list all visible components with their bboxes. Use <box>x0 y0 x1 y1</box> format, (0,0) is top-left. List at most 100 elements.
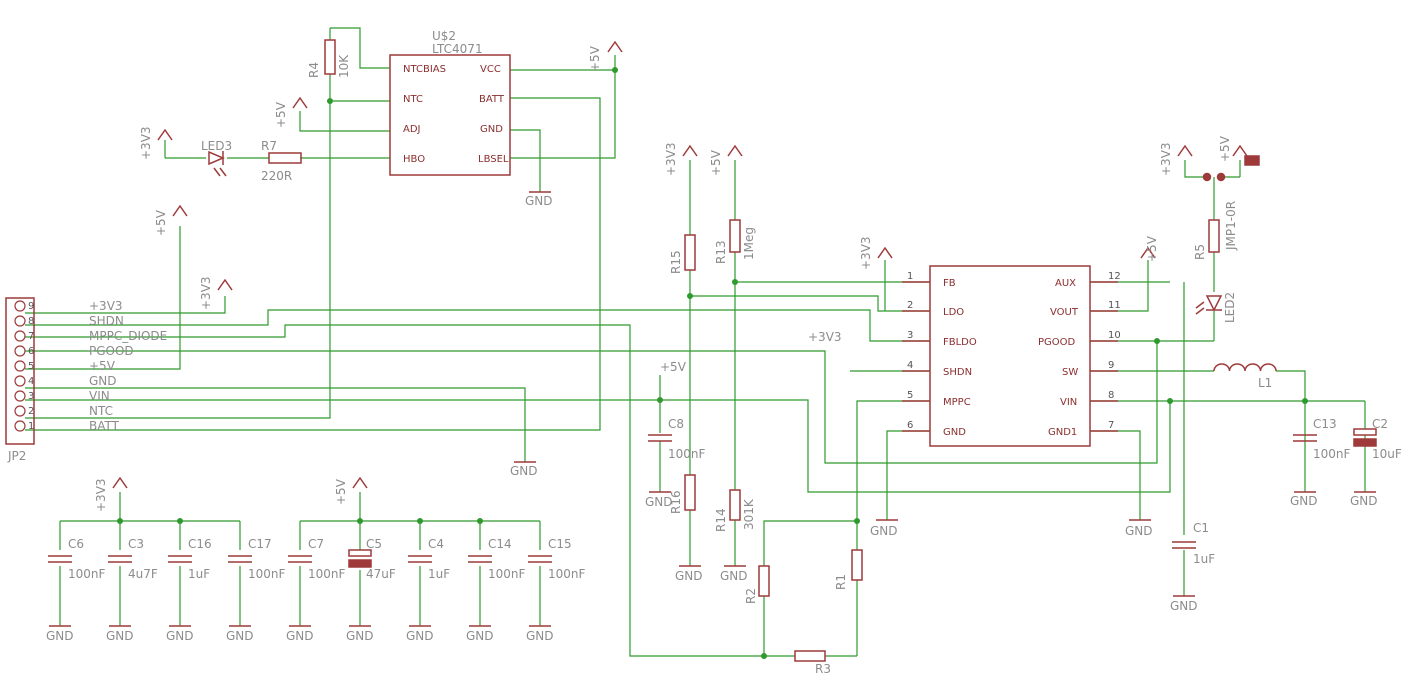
jp2-net-label: BATT <box>89 419 120 433</box>
c14-capacitor <box>468 555 492 563</box>
jp2-pin-num: 9 <box>28 301 34 312</box>
ic2-pinnum-9: 9 <box>1108 360 1114 371</box>
r15-resistor <box>684 234 696 271</box>
c7-value: 100nF <box>308 567 346 581</box>
gnd-label: GND <box>1350 494 1378 508</box>
c1-value: 1uF <box>1193 552 1215 566</box>
gnd-label: GND <box>645 495 673 509</box>
ic2-pinnum-3: 3 <box>907 330 913 341</box>
supply-label-5v: +5V <box>274 101 288 128</box>
gnd-label: GND <box>106 629 134 643</box>
ic2-pin-gnd: GND <box>943 427 966 438</box>
jp2-pin-numbers: 9 8 7 6 5 4 3 2 1 <box>28 301 34 432</box>
c5-value: 47uF <box>366 567 396 581</box>
r14-value: 301K <box>742 498 756 530</box>
c7-capacitor <box>288 555 312 563</box>
r14-name: R14 <box>714 508 728 532</box>
c3-name: C3 <box>128 537 144 551</box>
l1-inductor <box>1213 363 1277 372</box>
led2-name: LED2 <box>1223 292 1237 323</box>
r3-resistor <box>794 650 826 662</box>
r1-name: R1 <box>834 574 848 590</box>
c6-value: 100nF <box>68 567 106 581</box>
ic2-pin-gnd1: GND1 <box>1048 427 1077 438</box>
ic2-pin-fb: FB <box>943 278 956 289</box>
gnd-label: GND <box>526 629 554 643</box>
c13-capacitor <box>1293 434 1317 442</box>
gnd-label: GND <box>675 569 703 583</box>
r2-resistor <box>758 565 770 597</box>
c15-value: 100nF <box>548 567 586 581</box>
c4-capacitor <box>408 555 432 563</box>
jp2-net-label: +5V <box>89 359 116 373</box>
c16-name: C16 <box>188 537 212 551</box>
c3-value: 4u7F <box>128 567 158 581</box>
c4-name: C4 <box>428 537 444 551</box>
jp2-pin-num: 4 <box>28 376 34 387</box>
ic2-pin-sw: SW <box>1062 367 1078 378</box>
jp2-pin-num: 1 <box>28 421 34 432</box>
r7-value: 220R <box>261 169 292 183</box>
c5-capacitor-polarized <box>348 549 372 568</box>
gnd-symbols <box>49 191 1376 627</box>
ic2-pin-shdn: SHDN <box>943 367 972 378</box>
gnd-label: GND <box>466 629 494 643</box>
ic2-pin-aux: AUX <box>1055 278 1076 289</box>
c17-name: C17 <box>248 537 272 551</box>
jp2-net-label: NTC <box>89 404 113 418</box>
jp2-pin-num: 7 <box>28 331 34 342</box>
r1-resistor <box>851 549 863 581</box>
c2-name: C2 <box>1372 417 1388 431</box>
ic-ltc4071-body <box>389 54 511 176</box>
c2-value: 10uF <box>1372 447 1402 461</box>
supply-label-5v: +5V <box>1218 135 1232 162</box>
ic2-pinnum-1: 1 <box>907 271 913 282</box>
r16-resistor <box>684 474 696 511</box>
r4-resistor <box>324 39 336 75</box>
jp2-name: JP2 <box>7 449 26 463</box>
c15-name: C15 <box>548 537 572 551</box>
ic2-pin-mppc: MPPC <box>943 397 971 408</box>
jp2-net-label: MPPC_DIODE <box>89 329 167 343</box>
jp2-net-label: VIN <box>89 389 110 403</box>
c16-capacitor <box>168 555 192 563</box>
supply-label-5v: +5V <box>588 45 602 72</box>
supply-label-3v3: +3V3 <box>664 142 678 176</box>
led2-diode <box>1195 295 1223 315</box>
jmp1-name: JMP1-0R <box>1224 201 1238 251</box>
ic2-pinnum-11: 11 <box>1108 300 1121 311</box>
c14-value: 100nF <box>488 567 526 581</box>
ic1-pin-ntc: NTC <box>403 94 423 105</box>
jp2-connector-body <box>5 297 35 445</box>
jp2-net-label: PGOOD <box>89 344 134 358</box>
c6-capacitor <box>48 555 72 563</box>
r2-name: R2 <box>744 588 758 604</box>
gnd-label: GND <box>870 524 898 538</box>
ic2-pin-vout: VOUT <box>1050 307 1079 318</box>
gnd-label: GND <box>525 194 553 208</box>
gnd-label: GND <box>46 629 74 643</box>
r4-value: 10K <box>337 54 351 78</box>
ic2-pin-ldo: LDO <box>943 307 964 318</box>
ic1-pin-batt: BATT <box>479 94 505 105</box>
supply-label-3v3: +3V3 <box>139 126 153 160</box>
jp2-pin-num: 8 <box>28 316 34 327</box>
net-label-5v: +5V <box>660 360 687 374</box>
ic1-name: U$2 <box>432 29 456 43</box>
jp2-pin-num: 2 <box>28 406 34 417</box>
r4-name: R4 <box>307 62 321 78</box>
c8-capacitor <box>648 434 672 442</box>
c6-name: C6 <box>68 537 84 551</box>
gnd-label: GND <box>510 464 538 478</box>
gnd-label: GND <box>720 569 748 583</box>
r3-name: R3 <box>815 662 831 676</box>
supply-arrows <box>112 40 1248 489</box>
gnd-label: GND <box>286 629 314 643</box>
gnd-label: GND <box>1290 494 1318 508</box>
c17-value: 100nF <box>248 567 286 581</box>
c5-name: C5 <box>366 537 382 551</box>
r5-name: R5 <box>1193 244 1207 260</box>
ic1-value: LTC4071 <box>432 42 483 56</box>
r7-name: R7 <box>261 139 277 153</box>
